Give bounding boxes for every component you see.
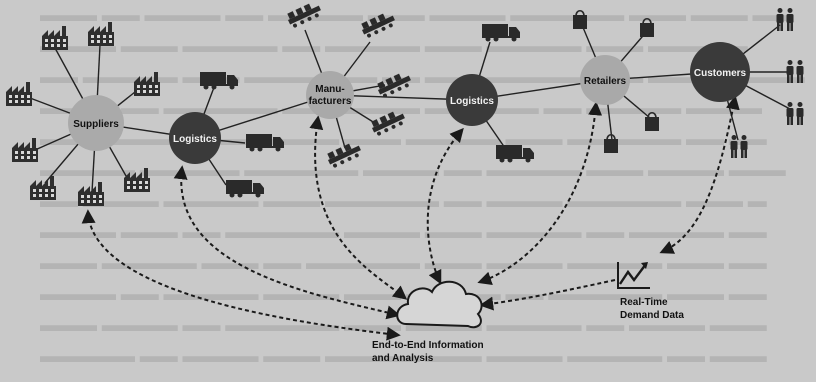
production-line-icon <box>369 108 408 138</box>
cloud-label-line1: End-to-End Information <box>372 340 484 351</box>
node-manufacturers: Manu- facturers <box>306 71 354 119</box>
people-icon <box>731 135 748 158</box>
node-label-suppliers: Suppliers <box>73 119 119 130</box>
factory-icon <box>42 26 68 50</box>
truck-icon <box>226 180 264 198</box>
node-logistics-right: Logistics <box>446 74 498 126</box>
factory-icon <box>134 72 160 96</box>
trend-chart-icon <box>617 262 650 289</box>
people-icon <box>777 8 794 31</box>
factory-icon <box>78 182 104 206</box>
cloud-icon <box>396 280 483 329</box>
truck-icon <box>200 72 238 90</box>
information-flows <box>81 95 740 341</box>
node-retailers: Retailers <box>580 55 630 105</box>
truck-icon <box>246 134 284 152</box>
node-label-customers: Customers <box>694 68 747 79</box>
shopping-bag-icon <box>639 17 655 38</box>
factory-icon <box>88 22 114 46</box>
production-line-icon <box>285 0 324 30</box>
node-customers: Customers <box>690 42 750 102</box>
factory-icon <box>6 82 32 106</box>
factory-icon <box>30 176 56 200</box>
node-suppliers: Suppliers <box>68 95 124 151</box>
truck-icon <box>482 24 520 42</box>
cloud-label-line2: and Analysis <box>372 353 434 364</box>
node-label-logistics-right: Logistics <box>450 96 494 107</box>
shopping-bag-icon <box>572 9 588 30</box>
production-line-icon <box>375 70 414 100</box>
factory-icon <box>124 168 150 192</box>
truck-icon <box>496 145 534 163</box>
node-label-manufacturers-line2: facturers <box>309 96 352 107</box>
node-label-manufacturers-line1: Manu- <box>315 84 344 95</box>
network-links <box>29 24 793 193</box>
shopping-bag-icon <box>603 133 619 154</box>
node-logistics-left: Logistics <box>169 112 221 164</box>
demand-label-line1: Real-Time <box>620 297 668 308</box>
node-label-retailers: Retailers <box>584 76 627 87</box>
people-icon <box>787 102 804 125</box>
demand-label-line2: Demand Data <box>620 310 684 321</box>
people-icon <box>787 60 804 83</box>
production-line-icon <box>359 10 398 40</box>
node-label-logistics-left: Logistics <box>173 134 217 145</box>
factory-icon <box>12 138 38 162</box>
